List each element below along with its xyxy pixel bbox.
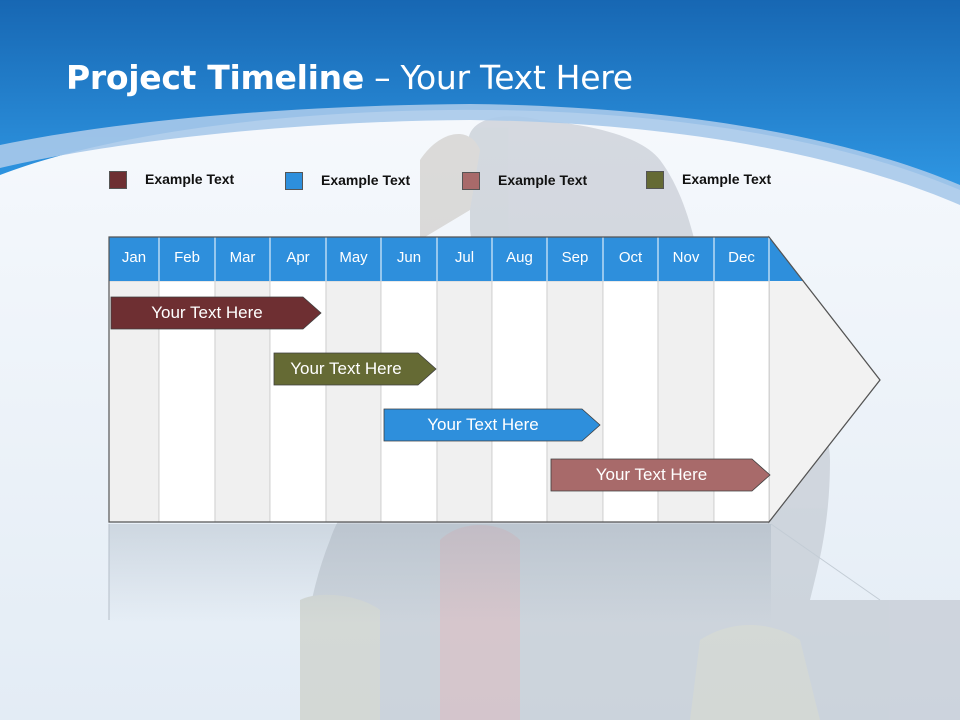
month-column: [436, 280, 493, 523]
month-header-band: [109, 237, 804, 281]
legend-label: Example Text: [498, 172, 588, 188]
month-label-aug: Aug: [506, 249, 533, 266]
month-label-feb: Feb: [174, 249, 200, 266]
legend-swatch: [462, 172, 480, 190]
month-column: [325, 280, 382, 523]
legend-label: Example Text: [145, 171, 235, 187]
page-title: Project Timeline – Your Text Here: [66, 58, 633, 97]
month-label-nov: Nov: [672, 249, 700, 266]
task-bar: [273, 352, 437, 386]
month-label-dec: Dec: [728, 249, 755, 266]
legend-swatch: [646, 171, 664, 189]
month-label-may: May: [339, 249, 368, 266]
month-label-oct: Oct: [618, 249, 643, 266]
month-label-jul: Jul: [454, 249, 475, 266]
timeline-frame: [108, 236, 881, 523]
legend-swatch: [109, 171, 127, 189]
month-label-jan: Jan: [121, 249, 147, 266]
task-bar: [550, 458, 771, 492]
task-bar-label: Your Text Here: [290, 359, 402, 378]
legend-label: Example Text: [682, 171, 772, 187]
legend-label: Example Text: [321, 172, 411, 188]
month-label-apr: Apr: [286, 249, 310, 266]
month-label-jun: Jun: [396, 249, 422, 266]
legend-swatch: [285, 172, 303, 190]
title-subtitle: – Your Text Here: [363, 58, 633, 97]
task-bar-label: Your Text Here: [595, 465, 708, 484]
month-column: [491, 280, 548, 523]
month-column: [380, 280, 438, 523]
title-bold: Project Timeline: [66, 58, 364, 97]
task-bar: [383, 408, 601, 442]
month-label-sep: Sep: [561, 249, 589, 266]
task-bar-label: Your Text Here: [427, 415, 539, 434]
task-bar: [110, 296, 322, 330]
task-bar-label: Your Text Here: [151, 303, 263, 322]
month-label-mar: Mar: [229, 249, 256, 266]
